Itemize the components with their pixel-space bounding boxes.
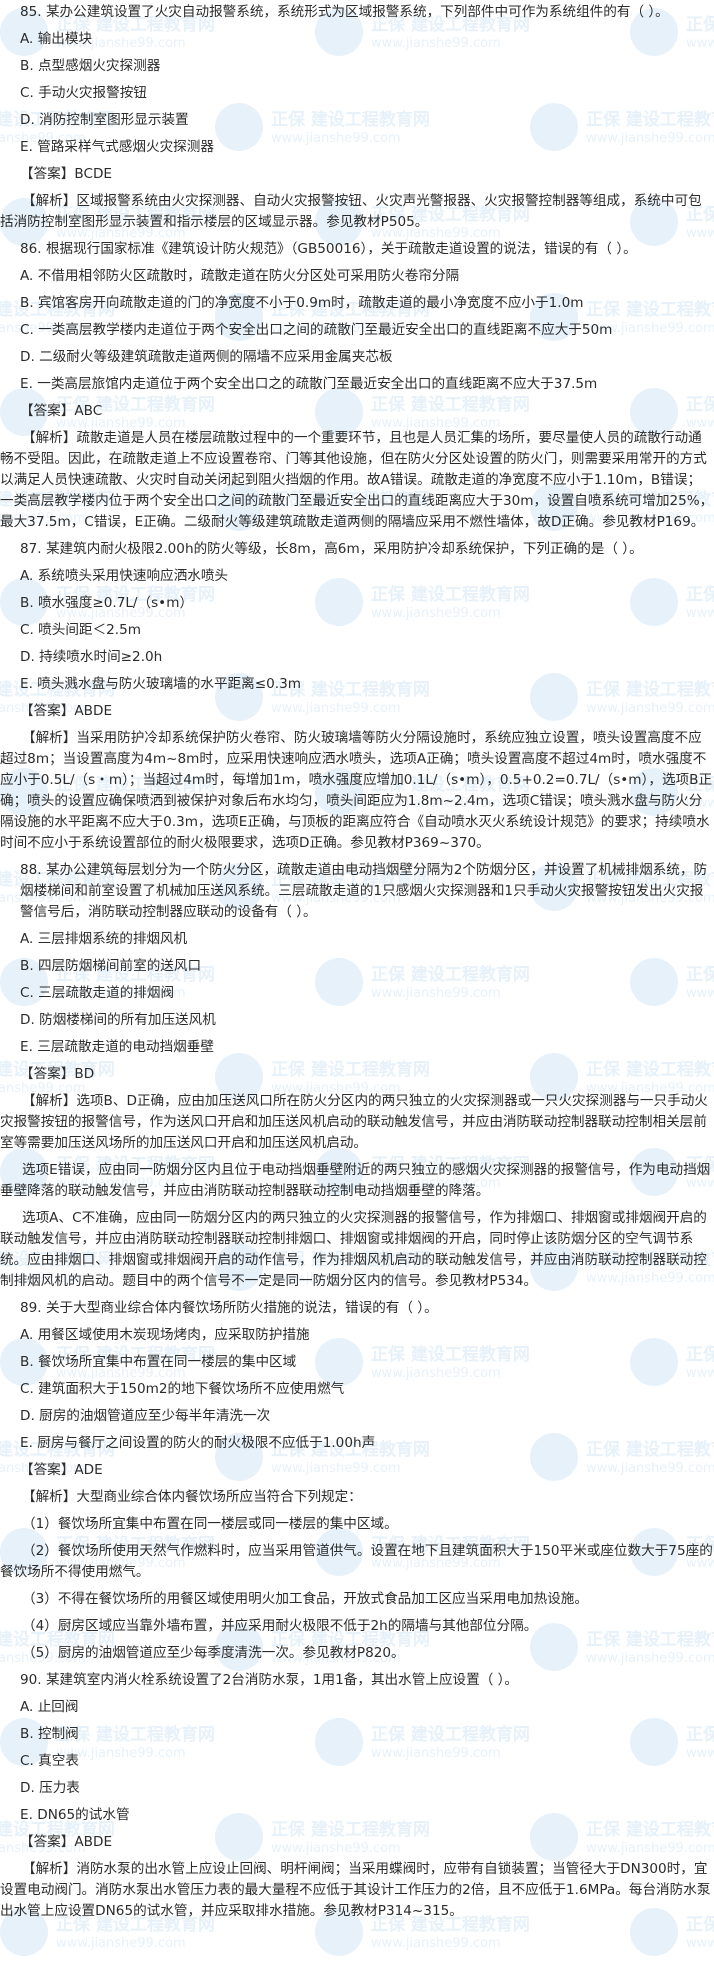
question-stem: 85. 某办公建筑设置了火灾自动报警系统，系统形式为区域报警系统，下列部件中可作…: [20, 4, 669, 20]
explanation-paragraph: 【解析】当采用防护冷却系统保护防火卷帘、防火玻璃墙等防火分隔设施时，系统应独立设…: [0, 730, 713, 851]
answer-option: C. 真空表: [20, 1753, 79, 1769]
explanation-paragraph: （5）厨房的油烟管道应至少每季度清洗一次。参见教材P820。: [22, 1645, 405, 1661]
exam-document: 85. 某办公建筑设置了火灾自动报警系统，系统形式为区域报警系统，下列部件中可作…: [0, 4, 714, 1919]
watermark-url: www.jianshe99.com: [371, 1936, 501, 1951]
answer-option: A. 三层排烟系统的排烟风机: [20, 931, 188, 947]
watermark-url: www.jianshe99.com: [686, 1936, 714, 1951]
answer-option: E. 三层疏散走道的电动挡烟垂壁: [20, 1039, 214, 1055]
answer-option: A. 用餐区域使用木炭现场烤肉，应采取防护措施: [20, 1327, 310, 1343]
explanation-paragraph: 选项A、C不准确，应由同一防烟分区内的两只独立的火灾探测器的报警信号，作为排烟口…: [0, 1210, 707, 1289]
answer-option: D. 厨房的油烟管道应至少每半年清洗一次: [20, 1408, 271, 1424]
answer-option: B. 四层防烟梯间前室的送风口: [20, 958, 202, 974]
answer-option: C. 喷头间距＜2.5m: [20, 622, 141, 638]
answer-key: 【答案】ABC: [20, 403, 103, 419]
answer-option: B. 餐饮场所宜集中布置在同一楼层的集中区域: [20, 1354, 297, 1370]
answer-option: B. 宾馆客房开向疏散走道的门的净宽度不小于0.9m时，疏散走道的最小净宽度不应…: [20, 295, 584, 311]
explanation-paragraph: （2）餐饮场所使用天然气作燃料时，应当采用管道供气。设置在地下且建筑面积大于15…: [0, 1543, 713, 1580]
answer-option: E. 管路采样气式感烟火灾探测器: [20, 139, 214, 155]
explanation-paragraph: （1）餐饮场所宜集中布置在同一楼层或同一楼层的集中区域。: [22, 1516, 398, 1532]
answer-option: A. 止回阀: [20, 1699, 79, 1715]
answer-option: C. 一类高层教学楼内走道位于两个安全出口之间的疏散门至最近安全出口的直线距离不…: [20, 322, 613, 338]
watermark-url: www.jianshe99.com: [56, 1936, 186, 1951]
explanation-paragraph: 【解析】疏散走道是人员在楼层疏散过程中的一个重要环节，且也是人员汇集的场所，要尽…: [0, 430, 714, 530]
answer-option: A. 输出模块: [20, 31, 93, 47]
answer-option: C. 手动火灾报警按钮: [20, 85, 147, 101]
question-stem: 89. 关于大型商业综合体内餐饮场所防火措施的说法，错误的有（ ）。: [20, 1300, 438, 1316]
answer-option: D. 持续喷水时间≥2.0h: [20, 649, 163, 665]
answer-option: A. 不借用相邻防火区疏散时，疏散走道在防火分区处可采用防火卷帘分隔: [20, 268, 460, 284]
answer-option: E. DN65的试水管: [20, 1807, 130, 1823]
question-stem: 88. 某办公建筑每层划分为一个防火分区，疏散走道由电动挡烟壁分隔为2个防烟分区…: [20, 862, 708, 920]
question-stem: 90. 某建筑室内消火栓系统设置了2台消防水泵，1用1备，其出水管上应设置（ ）…: [20, 1672, 518, 1688]
answer-option: D. 二级耐火等级建筑疏散走道两侧的隔墙不应采用金属夹芯板: [20, 349, 393, 365]
explanation-paragraph: 【解析】区域报警系统由火灾探测器、自动火灾报警按钮、火灾声光警报器、火灾报警控制…: [0, 193, 702, 230]
explanation-paragraph: 【解析】消防水泵的出水管上应设止回阀、明杆闸阀；当采用蝶阀时，应带有自锁装置；当…: [0, 1861, 711, 1919]
answer-key: 【答案】ADE: [20, 1462, 103, 1478]
answer-option: C. 建筑面积大于150m2的地下餐饮场所不应使用燃气: [20, 1381, 345, 1397]
answer-key: 【答案】ABDE: [20, 703, 113, 719]
answer-option: D. 消防控制室图形显示装置: [20, 112, 189, 128]
explanation-paragraph: （4）厨房区域应当靠外墙布置，并应采用耐火极限不低于2h的隔墙与其他部位分隔。: [22, 1618, 538, 1634]
answer-option: D. 压力表: [20, 1780, 80, 1796]
answer-option: E. 一类高层旅馆内走道位于两个安全出口之的疏散门至最近安全出口的直线距离不应大…: [20, 376, 598, 392]
explanation-paragraph: 【解析】大型商业综合体内餐饮场所应当符合下列规定：: [22, 1489, 362, 1505]
explanation-paragraph: （3）不得在餐饮场所的用餐区域使用明火加工食品，开放式食品加工区应当采用电加热设…: [22, 1591, 588, 1607]
question-stem: 86. 根据现行国家标准《建筑设计防火规范》（GB50016），关于疏散走道设置…: [20, 241, 637, 257]
answer-option: E. 厨房与餐厅之间设置的防火的耐火极限不应低于1.00h声: [20, 1435, 376, 1451]
question-stem: 87. 某建筑内耐火极限2.00h的防火等级，长8m，高6m，采用防护冷却系统保…: [20, 541, 643, 557]
answer-key: 【答案】ABDE: [20, 1834, 113, 1850]
answer-option: B. 喷水强度≥0.7L/（s•m）: [20, 595, 194, 611]
answer-option: D. 防烟楼梯间的所有加压送风机: [20, 1012, 216, 1028]
explanation-paragraph: 选项E错误，应由同一防烟分区内且位于电动挡烟垂壁附近的两只独立的感烟火灾探测器的…: [0, 1162, 711, 1199]
answer-key: 【答案】BCDE: [20, 166, 113, 182]
explanation-paragraph: 【解析】选项B、D正确，应由加压送风口所在防火分区内的两只独立的火灾探测器或一只…: [0, 1093, 708, 1151]
answer-key: 【答案】BD: [20, 1066, 95, 1082]
answer-option: A. 系统喷头采用快速响应洒水喷头: [20, 568, 229, 584]
answer-option: E. 喷头溅水盘与防火玻璃墙的水平距离≤0.3m: [20, 676, 301, 692]
answer-option: B. 点型感烟火灾探测器: [20, 58, 161, 74]
answer-option: C. 三层疏散走道的排烟阀: [20, 985, 175, 1001]
answer-option: B. 控制阀: [20, 1726, 79, 1742]
